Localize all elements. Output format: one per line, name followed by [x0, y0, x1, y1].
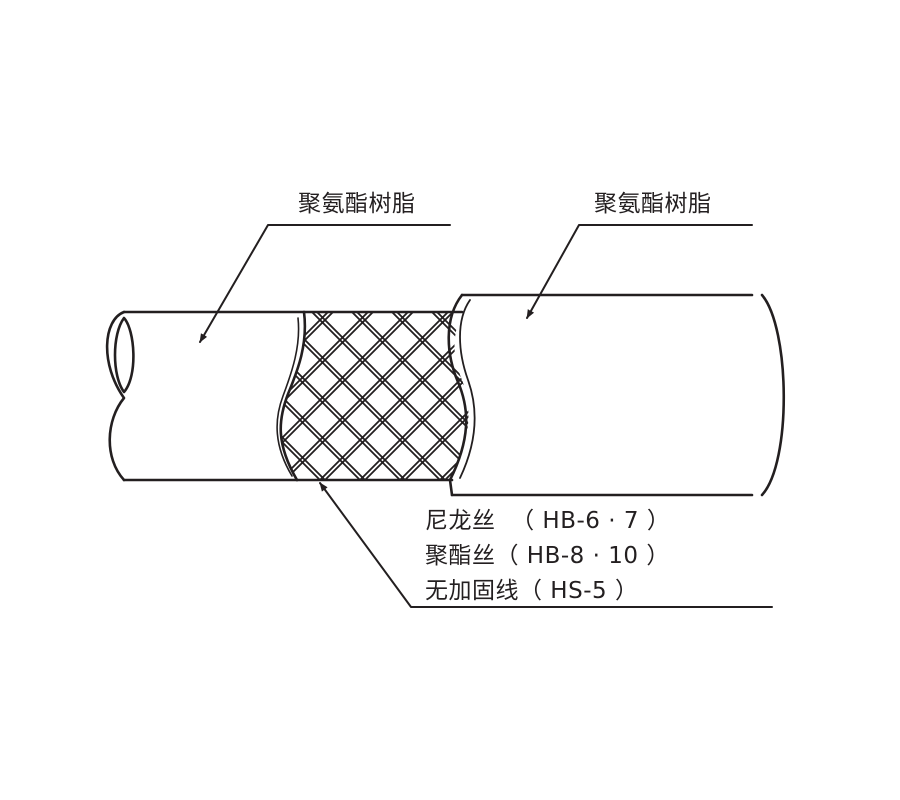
- inner-tube-cut-end: [105, 310, 126, 482]
- braid-strand: [280, 312, 326, 480]
- braid-strand: [525, 200, 845, 520]
- braid-strand: [280, 312, 286, 480]
- braid-strand: [280, 312, 446, 480]
- braid-strand: [0, 200, 160, 520]
- callouts: [199, 224, 773, 608]
- braid-strand: [565, 200, 885, 520]
- label-inner-layer: 聚氨酯树脂: [298, 191, 416, 217]
- inner-tube: [105, 310, 306, 482]
- braid-strand: [0, 200, 5, 520]
- braid-strand: [280, 312, 281, 480]
- braid-strand: [0, 200, 85, 520]
- braid-strand: [399, 312, 469, 480]
- braid-strand: [0, 200, 120, 520]
- braid-strand: [0, 200, 120, 520]
- label-reinforcement-nylon: 尼龙丝 （ HB-6 · 7 ）: [425, 508, 671, 534]
- braid-strand: [280, 312, 361, 480]
- braid-strand: [319, 312, 469, 480]
- braid-strand: [444, 312, 469, 480]
- braid-left-edge: [279, 310, 307, 482]
- braid-strand: [0, 200, 245, 520]
- braid-left-edge-inner: [276, 317, 300, 477]
- leader-outer-layer: [526, 224, 753, 319]
- braid-strand: [0, 200, 85, 520]
- braid-strand: [444, 312, 469, 480]
- braid-strand: [565, 200, 885, 520]
- inner-tube-bore-opening: [113, 316, 135, 394]
- braid-strand: [485, 200, 805, 520]
- braid-strand: [280, 312, 469, 480]
- braid-strand: [520, 200, 840, 520]
- braid-strand: [284, 312, 469, 480]
- braid-strand: [359, 312, 469, 480]
- leader-inner-layer: [199, 224, 451, 343]
- braid-strand: [0, 200, 200, 520]
- braid-strand: [480, 200, 800, 520]
- braid-strand: [280, 312, 469, 480]
- braid-strand: [0, 200, 160, 520]
- braid-strand: [280, 312, 469, 480]
- leader-reinforcement: [319, 482, 773, 608]
- braid-strand: [0, 200, 80, 520]
- outer-cover-cut-face-inner: [459, 299, 476, 479]
- braid-strand: [280, 312, 326, 480]
- label-reinforcement-none: 无加固线（ HS-5 ）: [425, 578, 639, 604]
- braid-strand: [0, 200, 240, 520]
- outer-cover-right-end: [760, 293, 786, 497]
- braid-strand: [485, 200, 805, 520]
- braid-strand: [0, 200, 205, 520]
- braid-strand: [280, 312, 469, 480]
- braid-strand: [0, 200, 80, 520]
- braid-strand: [0, 200, 5, 520]
- outer-cover-cut-face: [447, 293, 468, 497]
- braid-strand: [280, 312, 401, 480]
- braid-strand: [480, 200, 800, 520]
- braid-strand: [520, 200, 840, 520]
- outer-cover: [447, 293, 786, 497]
- braid-strand: [280, 312, 469, 480]
- braid-strand: [0, 200, 205, 520]
- braid-strand: [525, 200, 845, 520]
- braid-strand: [0, 200, 125, 520]
- braid-strand: [280, 312, 286, 480]
- braid-strand: [0, 200, 45, 520]
- braid-strand: [280, 312, 469, 480]
- braid-strand: [0, 200, 245, 520]
- braid-strand: [0, 200, 165, 520]
- braid-strand: [0, 200, 200, 520]
- braid-strand: [0, 200, 40, 520]
- braid-strand: [0, 200, 45, 520]
- braid-strand: [560, 200, 880, 520]
- braid-strand: [280, 312, 406, 480]
- braid-strand: [0, 200, 240, 520]
- label-reinforcement-polyester: 聚酯丝（ HB-8 · 10 ）: [425, 543, 670, 569]
- braid-strand: [0, 200, 40, 520]
- braid-strand: [280, 312, 366, 480]
- braid-strand: [280, 312, 321, 480]
- braid-strand: [560, 200, 880, 520]
- label-outer-layer: 聚氨酯树脂: [594, 191, 712, 217]
- braid-strand: [439, 312, 469, 480]
- braid-strand: [280, 312, 321, 480]
- braid-strand: [0, 200, 165, 520]
- braid-strand: [280, 312, 469, 480]
- braid-strand: [280, 312, 441, 480]
- braid-strand: [0, 200, 125, 520]
- braid-strand: [324, 312, 469, 480]
- braid-strand: [364, 312, 469, 480]
- braid-strand: [280, 312, 281, 480]
- braid-strand: [439, 312, 469, 480]
